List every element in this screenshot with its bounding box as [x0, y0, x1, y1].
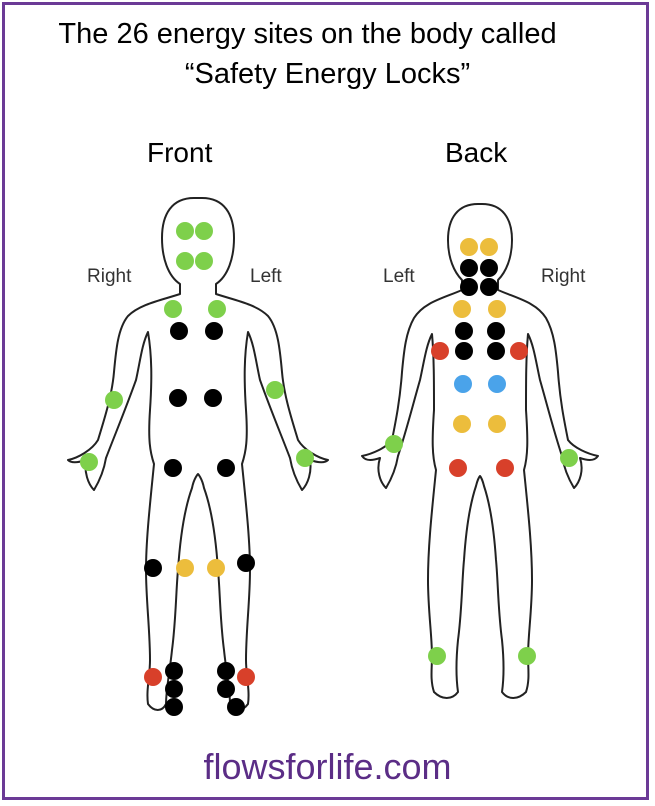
- back-dot-upper-back-2-left: [455, 342, 473, 360]
- back-dot-scapula-right: [510, 342, 528, 360]
- back-dot-buttock-left: [449, 459, 467, 477]
- front-dot-cheek-right: [176, 252, 194, 270]
- back-dot-upper-back-2-right: [487, 342, 505, 360]
- front-dot-ribs-right: [169, 389, 187, 407]
- back-right-label: Right: [541, 266, 586, 287]
- front-dot-toe-right: [165, 698, 183, 716]
- front-dot-ankle-left-2: [217, 680, 235, 698]
- front-dot-ankle-right-2: [165, 680, 183, 698]
- back-dot-buttock-right: [496, 459, 514, 477]
- back-heading: Back: [445, 137, 508, 168]
- back-energy-sites: [385, 238, 578, 665]
- back-dot-skull-right: [480, 238, 498, 256]
- back-dot-skull-left: [460, 238, 478, 256]
- front-energy-sites: [80, 222, 314, 716]
- back-dot-neck-2-left: [460, 278, 478, 296]
- title-line-2: “Safety Energy Locks”: [184, 58, 471, 90]
- back-dot-upper-back-1-right: [487, 322, 505, 340]
- front-dot-chest-right: [170, 322, 188, 340]
- front-dot-forehead-right: [176, 222, 194, 240]
- front-body-outline: [67, 197, 329, 711]
- front-dot-knee-outer-right: [144, 559, 162, 577]
- back-left-label: Left: [383, 266, 415, 287]
- front-dot-forehead-left: [195, 222, 213, 240]
- front-dot-palm-right: [80, 453, 98, 471]
- back-dot-neck-1-left: [460, 259, 478, 277]
- front-dot-chest-left: [205, 322, 223, 340]
- title-line-1: The 26 energy sites on the body called: [58, 18, 557, 50]
- front-dot-ankle-left-1: [217, 662, 235, 680]
- back-dot-mid-back-right: [488, 375, 506, 393]
- back-dot-lower-back-right: [488, 415, 506, 433]
- front-right-label: Right: [87, 266, 132, 287]
- back-dot-hand-right: [560, 449, 578, 467]
- front-dot-ankle-right-1: [165, 662, 183, 680]
- front-dot-ribs-left: [204, 389, 222, 407]
- front-dot-ankle-left-red: [237, 668, 255, 686]
- front-dot-collarbone-right: [164, 300, 182, 318]
- front-left-label: Left: [250, 266, 282, 287]
- page-border: [2, 2, 649, 800]
- back-dot-heel-right: [518, 647, 536, 665]
- back-body-outline: [361, 203, 599, 699]
- front-dot-elbow-left: [266, 381, 284, 399]
- footer-website: flowsforlife.com: [203, 746, 452, 787]
- front-dot-hip-left: [217, 459, 235, 477]
- back-dot-heel-left: [428, 647, 446, 665]
- front-heading: Front: [147, 137, 213, 168]
- back-dot-shoulder-right: [488, 300, 506, 318]
- front-dot-knee-inner-right: [176, 559, 194, 577]
- front-dot-elbow-right: [105, 391, 123, 409]
- front-dot-cheek-left: [195, 252, 213, 270]
- back-dot-neck-1-right: [480, 259, 498, 277]
- front-dot-knee-outer-left: [237, 554, 255, 572]
- back-dot-shoulder-left: [453, 300, 471, 318]
- front-dot-hip-right: [164, 459, 182, 477]
- back-dot-hand-left: [385, 435, 403, 453]
- front-dot-toe-left: [227, 698, 245, 716]
- back-dot-lower-back-left: [453, 415, 471, 433]
- front-dot-collarbone-left: [208, 300, 226, 318]
- back-dot-upper-back-1-left: [455, 322, 473, 340]
- back-dot-neck-2-right: [480, 278, 498, 296]
- front-dot-knee-inner-left: [207, 559, 225, 577]
- front-dot-palm-left: [296, 449, 314, 467]
- front-dot-ankle-right-red: [144, 668, 162, 686]
- back-dot-scapula-left: [431, 342, 449, 360]
- back-dot-mid-back-left: [454, 375, 472, 393]
